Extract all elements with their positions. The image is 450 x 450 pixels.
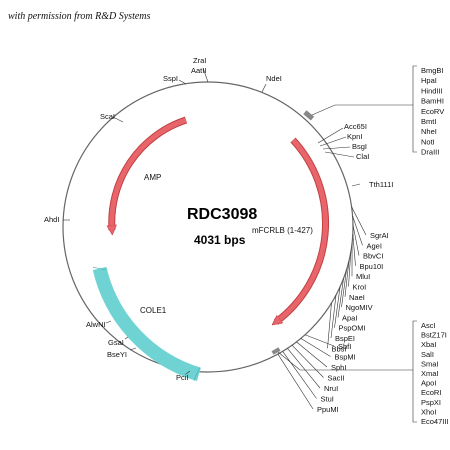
amp-arrow — [112, 117, 187, 230]
site-label-bamhi: BamHI — [421, 97, 444, 106]
site-label-draiii: DraIII — [421, 148, 439, 157]
site-ndei: NdeI — [261, 74, 282, 93]
svg-text:SspI: SspI — [163, 74, 178, 83]
site-label-naei: NaeI — [349, 293, 365, 302]
site-label-bspmi: BspMI — [335, 353, 356, 362]
plasmid-name: RDC3098 — [187, 206, 257, 223]
site-label-sacii: SacII — [328, 374, 345, 383]
site-label-xbai: XbaI — [421, 340, 436, 349]
site-group-bottom-right: AscIBstZ17IXbaISalISmaIXmaIApoIEcoRIPspX… — [277, 320, 449, 426]
mcs-marker-bottom — [271, 347, 281, 355]
site-label-eco47iii: Eco47III — [421, 417, 449, 426]
site-label-agei: AgeI — [367, 241, 382, 250]
svg-text:ScaI: ScaI — [100, 112, 115, 121]
site-label-xmai: XmaI — [421, 369, 439, 378]
site-label-nrui: NruI — [324, 384, 338, 393]
mcs-marker-top — [303, 110, 315, 121]
site-label-hpai: HpaI — [421, 76, 437, 85]
site-alwni: AlwNI — [86, 320, 112, 329]
site-label-xhoi: XhoI — [421, 407, 436, 416]
site-tth111i: Tth111I — [351, 180, 393, 189]
mfcrlb-arrow — [276, 138, 329, 322]
site-label-bpu10i: Bpu10I — [360, 262, 384, 271]
site-label-bbvci: BbvCI — [363, 252, 383, 261]
svg-text:ClaI: ClaI — [356, 152, 369, 161]
svg-text:NdeI: NdeI — [266, 74, 282, 83]
site-label-noti: NotI — [421, 137, 435, 146]
site-gsai: GsaI — [108, 336, 129, 347]
site-label-ngomiv: NgoMIV — [346, 303, 373, 312]
svg-text:AlwNI: AlwNI — [86, 320, 106, 329]
cole1-label: COLE1 — [140, 306, 167, 315]
svg-text:PciI: PciI — [176, 373, 189, 382]
site-label-sbfi: SbfI — [338, 342, 351, 351]
permission-note: with permission from R&D Systems — [8, 11, 151, 22]
site-label-sali: SalI — [421, 350, 434, 359]
svg-text:AhdI: AhdI — [44, 215, 59, 224]
site-bseyi: BseYI — [107, 347, 137, 359]
site-label-asci: AscI — [421, 321, 436, 330]
site-label-bmgbi: BmgBI — [421, 66, 444, 75]
svg-text:AatII: AatII — [191, 66, 206, 75]
site-label-kroi: KroI — [353, 283, 367, 292]
site-label-ppumi: PpuMI — [317, 405, 339, 414]
site-label-bbsi: BbsI — [332, 344, 347, 353]
site-zral: ZraI — [193, 56, 209, 83]
cole1-feature — [92, 266, 201, 382]
site-label-bstz17i: BstZ17I — [421, 331, 447, 340]
site-label-hindiii: HindIII — [421, 86, 443, 95]
site-pcii: PciI — [176, 370, 191, 382]
svg-text:ZraI: ZraI — [193, 56, 206, 65]
site-label-sphi: SphI — [331, 363, 346, 372]
amp-label: AMP — [144, 173, 161, 182]
site-label-sgrai: SgrAI — [370, 231, 389, 240]
site-cluster-kpni: Acc65I KpnI BsgI ClaI — [317, 122, 369, 161]
plasmid-size: 4031 bps — [194, 233, 246, 247]
site-label-mlui: MluI — [356, 272, 370, 281]
svg-text:GsaI: GsaI — [108, 338, 124, 347]
site-aatii: AatII — [191, 66, 206, 75]
site-label-stui: StuI — [321, 395, 334, 404]
site-label-bspei: BspEI — [335, 334, 355, 343]
site-scai: ScaI — [100, 112, 124, 123]
site-label-bmti: BmtI — [421, 117, 436, 126]
site-label-nhei: NheI — [421, 127, 437, 136]
mfcrlb-label: mFCRLB (1-427) — [252, 226, 313, 235]
site-label-apai: ApaI — [342, 313, 357, 322]
svg-text:Acc65I: Acc65I — [344, 122, 367, 131]
site-sspi: SspI — [163, 74, 187, 85]
site-ahdi: AhdI — [44, 215, 70, 224]
svg-text:Tth111I: Tth111I — [369, 180, 393, 189]
site-label-ecori: EcoRI — [421, 388, 441, 397]
site-label-ecorv: EcoRV — [421, 107, 444, 116]
site-label-smai: SmaI — [421, 359, 439, 368]
svg-text:BsgI: BsgI — [352, 142, 367, 151]
site-label-pspxi: PspXI — [421, 398, 441, 407]
site-label-pspomi: PspOMI — [339, 324, 366, 333]
site-label-apoi: ApoI — [421, 379, 436, 388]
svg-text:KpnI: KpnI — [347, 132, 362, 141]
svg-text:BseYI: BseYI — [107, 350, 127, 359]
